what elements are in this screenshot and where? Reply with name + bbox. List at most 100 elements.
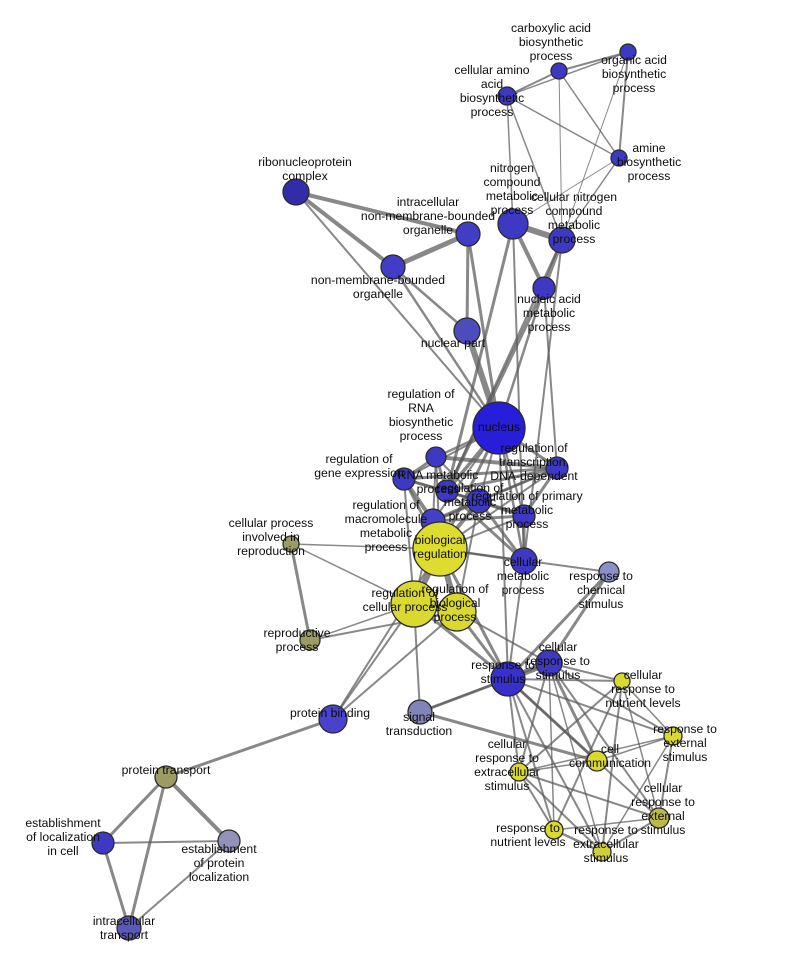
label-regulation-of-macromolecule-metabolic-process: regulation of [352,498,420,512]
label-signal-transduction: signal [403,710,435,724]
node-regulation-of-metabolic-process[interactable] [466,488,492,514]
node-reproductive-process[interactable] [299,629,321,651]
edge-response-to-stimulus--response-to-extracellular-stimulus [507,678,603,853]
label-regulation-of-metabolic-process: metabolic [444,495,496,509]
label-reproductive-process: process [276,640,319,654]
node-cellular-nitrogen-compound-metabolic-process[interactable] [548,226,576,254]
label-non-membrane-bounded-organelle: non-membrane-bounded [311,273,445,287]
node-response-to-nutrient-levels[interactable] [544,820,564,840]
label-ribonucleoprotein-complex: ribonucleoprotein [258,155,352,169]
node-regulation-of-biological-process[interactable] [437,592,477,632]
node-cellular-metabolic-process[interactable] [510,547,538,575]
node-response-to-external-stimulus[interactable] [663,726,683,746]
label-response-to-external-stimulus: stimulus [663,750,708,764]
label-establishment-of-protein-localization: of protein [194,856,245,870]
node-carboxylic-acid-biosynthetic-process[interactable] [550,62,568,80]
node-cellular-response-to-external-stimulus[interactable] [648,807,670,829]
label-cellular-amino-acid-biosynthetic-process: process [471,105,514,119]
edge-ribonucleoprotein-complex--intracellular-non-membrane-bounded-organelle [294,190,470,236]
node-cellular-response-to-stimulus[interactable] [535,649,563,677]
label-regulation-of-rna-biosynthetic-process: biosynthetic [389,415,453,429]
node-intracellular-transport[interactable] [116,915,142,941]
label-biological-regulation: biological [415,533,466,547]
edge-response-to-external-stimulus--response-to-extracellular-stimulus [601,735,674,853]
edge-regulation-of-primary-metabolic-process--regulation-of-macromolecule-metabolic-process [431,514,526,523]
node-establishment-of-localization-in-cell[interactable] [91,831,115,855]
node-amine-biosynthetic-process[interactable] [610,149,628,167]
label-response-to-chemical-stimulus: response to [569,569,633,583]
edge-cellular-response-to-nutrient-levels--response-to-external-stimulus [621,680,674,737]
label-regulation-of-rna-biosynthetic-process: process [400,429,443,443]
edge-nucleic-acid-metabolic-process--regulation-of-transcription-dna-dependent [543,287,558,469]
edge-regulation-of-transcription-dna-dependent--regulation-of-gene-expression [402,466,559,481]
edge-protein-transport--establishment-of-protein-localization [164,775,231,843]
label-response-to-chemical-stimulus: chemical [577,583,625,597]
edge-intracellular-non-membrane-bounded-organelle--nuclear-part [465,232,470,333]
label-intracellular-transport: transport [100,928,149,942]
edge-cellular-response-to-stimulus--response-to-extracellular-stimulus [548,662,603,853]
label-response-to-stimulus: response to [471,658,535,672]
node-cellular-response-to-extracellular-stimulus[interactable] [509,762,529,782]
node-regulation-of-cellular-process[interactable] [390,580,438,628]
node-nucleus[interactable] [472,401,526,455]
node-ribonucleoprotein-complex[interactable] [282,178,310,206]
node-protein-transport[interactable] [154,765,178,789]
node-cellular-response-to-nutrient-levels[interactable] [613,672,631,690]
edge-response-to-stimulus--response-to-nutrient-levels [507,678,555,831]
label-cellular-response-to-stimulus: response to [526,654,590,668]
edge-protein-binding--biological-regulation [332,548,441,720]
label-cellular-response-to-stimulus: stimulus [536,668,581,682]
node-rna-metabolic-process[interactable] [435,479,459,503]
edge-cellular-amino-acid-biosynthetic-process--cellular-nitrogen-compound-metabolic-process [506,95,563,241]
label-regulation-of-rna-biosynthetic-process: regulation of [387,387,455,401]
edge-cellular-amino-acid-biosynthetic-process--nitrogen-compound-metabolic-process [506,95,514,225]
node-regulation-of-gene-expression[interactable] [392,467,416,491]
label-cellular-amino-acid-biosynthetic-process: acid [481,77,503,91]
node-establishment-of-protein-localization[interactable] [217,829,241,853]
edge-cellular-response-to-stimulus--cellular-response-to-extracellular-stimulus [518,662,550,773]
node-organic-acid-biosynthetic-process[interactable] [619,43,637,61]
label-regulation-of-macromolecule-metabolic-process: process [365,540,408,554]
edge-ribonucleoprotein-complex--nucleus [295,191,500,429]
label-intracellular-transport: intracellular [93,914,155,928]
node-non-membrane-bounded-organelle[interactable] [380,254,406,280]
edge-establishment-of-localization-in-cell--establishment-of-protein-localization [102,840,230,844]
node-cellular-amino-acid-biosynthetic-process[interactable] [497,86,517,106]
node-cell-communication[interactable] [586,750,608,772]
label-establishment-of-localization-in-cell: establishment [25,816,101,830]
label-nitrogen-compound-metabolic-process: process [491,203,534,217]
edge-rna-metabolic-process--cellular-metabolic-process [445,489,526,563]
node-response-to-stimulus[interactable] [490,661,526,697]
node-response-to-chemical-stimulus[interactable] [598,561,620,583]
node-regulation-of-primary-metabolic-process[interactable] [512,504,536,528]
edge-non-membrane-bounded-organelle--nucleus [391,265,501,430]
node-regulation-of-transcription-dna-dependent[interactable] [545,456,569,480]
label-cellular-nitrogen-compound-metabolic-process: compound [546,204,603,218]
edge-organic-acid-biosynthetic-process--cellular-nitrogen-compound-metabolic-process [561,51,629,241]
node-regulation-of-rna-biosynthetic-process[interactable] [425,446,447,468]
label-cellular-response-to-external-stimulus: response to [631,795,695,809]
edge-cellular-process-involved-in-reproduction--reproductive-process [289,542,312,642]
node-cellular-process-involved-in-reproduction[interactable] [282,535,300,553]
node-intracellular-non-membrane-bounded-organelle[interactable] [455,221,481,247]
label-nitrogen-compound-metabolic-process: compound [484,175,541,189]
label-cellular-process-involved-in-reproduction: reproduction [237,544,305,558]
label-establishment-of-protein-localization: localization [189,870,249,884]
edge-cellular-amino-acid-biosynthetic-process--amine-biosynthetic-process [506,95,620,159]
node-nitrogen-compound-metabolic-process[interactable] [497,208,529,240]
node-biological-regulation[interactable] [412,521,468,577]
label-cell-communication: cell [601,742,619,756]
node-nuclear-part[interactable] [453,317,481,345]
label-organic-acid-biosynthetic-process: biosynthetic [602,67,666,81]
node-response-to-extracellular-stimulus[interactable] [592,842,612,862]
node-signal-transduction[interactable] [407,699,433,725]
edge-protein-binding--protein-transport [164,717,335,779]
edge-amine-biosynthetic-process--nitrogen-compound-metabolic-process [512,157,620,225]
edge-protein-transport--establishment-of-localization-in-cell [101,775,168,845]
node-protein-binding[interactable] [318,704,348,734]
node-nucleic-acid-metabolic-process[interactable] [532,276,556,300]
label-response-to-extracellular-stimulus: response to [574,823,638,837]
label-cellular-metabolic-process: process [502,583,545,597]
